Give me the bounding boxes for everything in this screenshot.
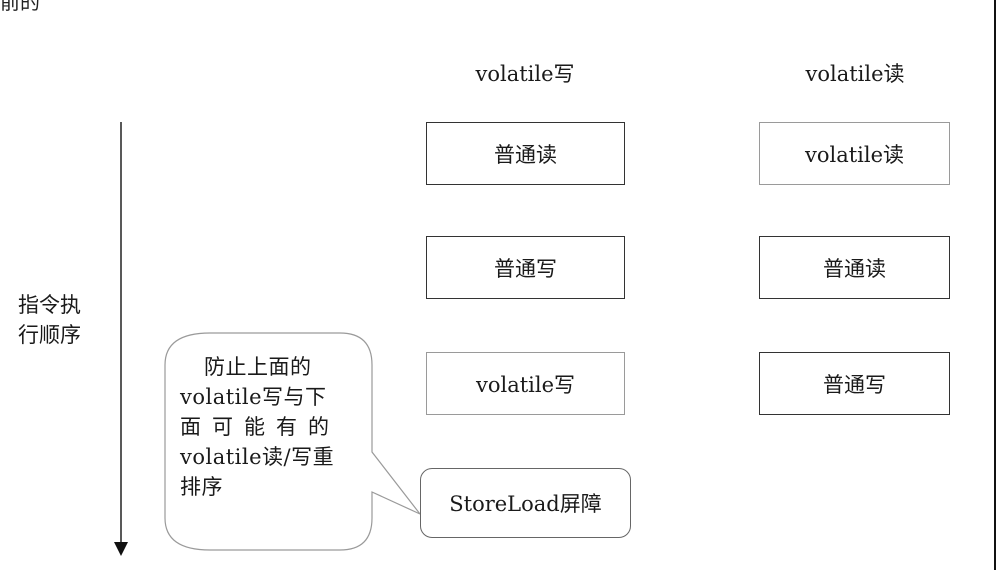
corner-text-fragment: 前的 xyxy=(0,0,40,14)
callout-line: volatile写与下 xyxy=(180,385,327,409)
column-header-volatile-read: volatile读 xyxy=(805,62,905,86)
column-header-volatile-write: volatile写 xyxy=(475,62,575,86)
right-border-line xyxy=(994,0,996,570)
box-storeload-barrier: StoreLoad屏障 xyxy=(420,468,631,538)
callout-bubble-outline xyxy=(164,332,421,551)
box-volatile-read: volatile读 xyxy=(759,122,950,185)
callout-line: 排序 xyxy=(180,475,223,499)
box-normal-write: 普通写 xyxy=(426,236,625,299)
box-normal-read: 普通读 xyxy=(426,122,625,185)
callout-line: 防止上面的 xyxy=(204,355,312,379)
instruction-order-label: 指令执 行顺序 xyxy=(18,290,81,350)
callout-line: volatile读/写重 xyxy=(180,445,335,469)
box-normal-read-2: 普通读 xyxy=(759,236,950,299)
callout-line: 面可能有的 xyxy=(180,415,340,439)
order-label-line: 行顺序 xyxy=(18,323,81,347)
callout-text: 防止上面的 volatile写与下 面可能有的 volatile读/写重 排序 xyxy=(180,352,358,502)
box-volatile-write: volatile写 xyxy=(426,352,625,415)
order-label-line: 指令执 xyxy=(18,293,81,317)
box-normal-write-2: 普通写 xyxy=(759,352,950,415)
